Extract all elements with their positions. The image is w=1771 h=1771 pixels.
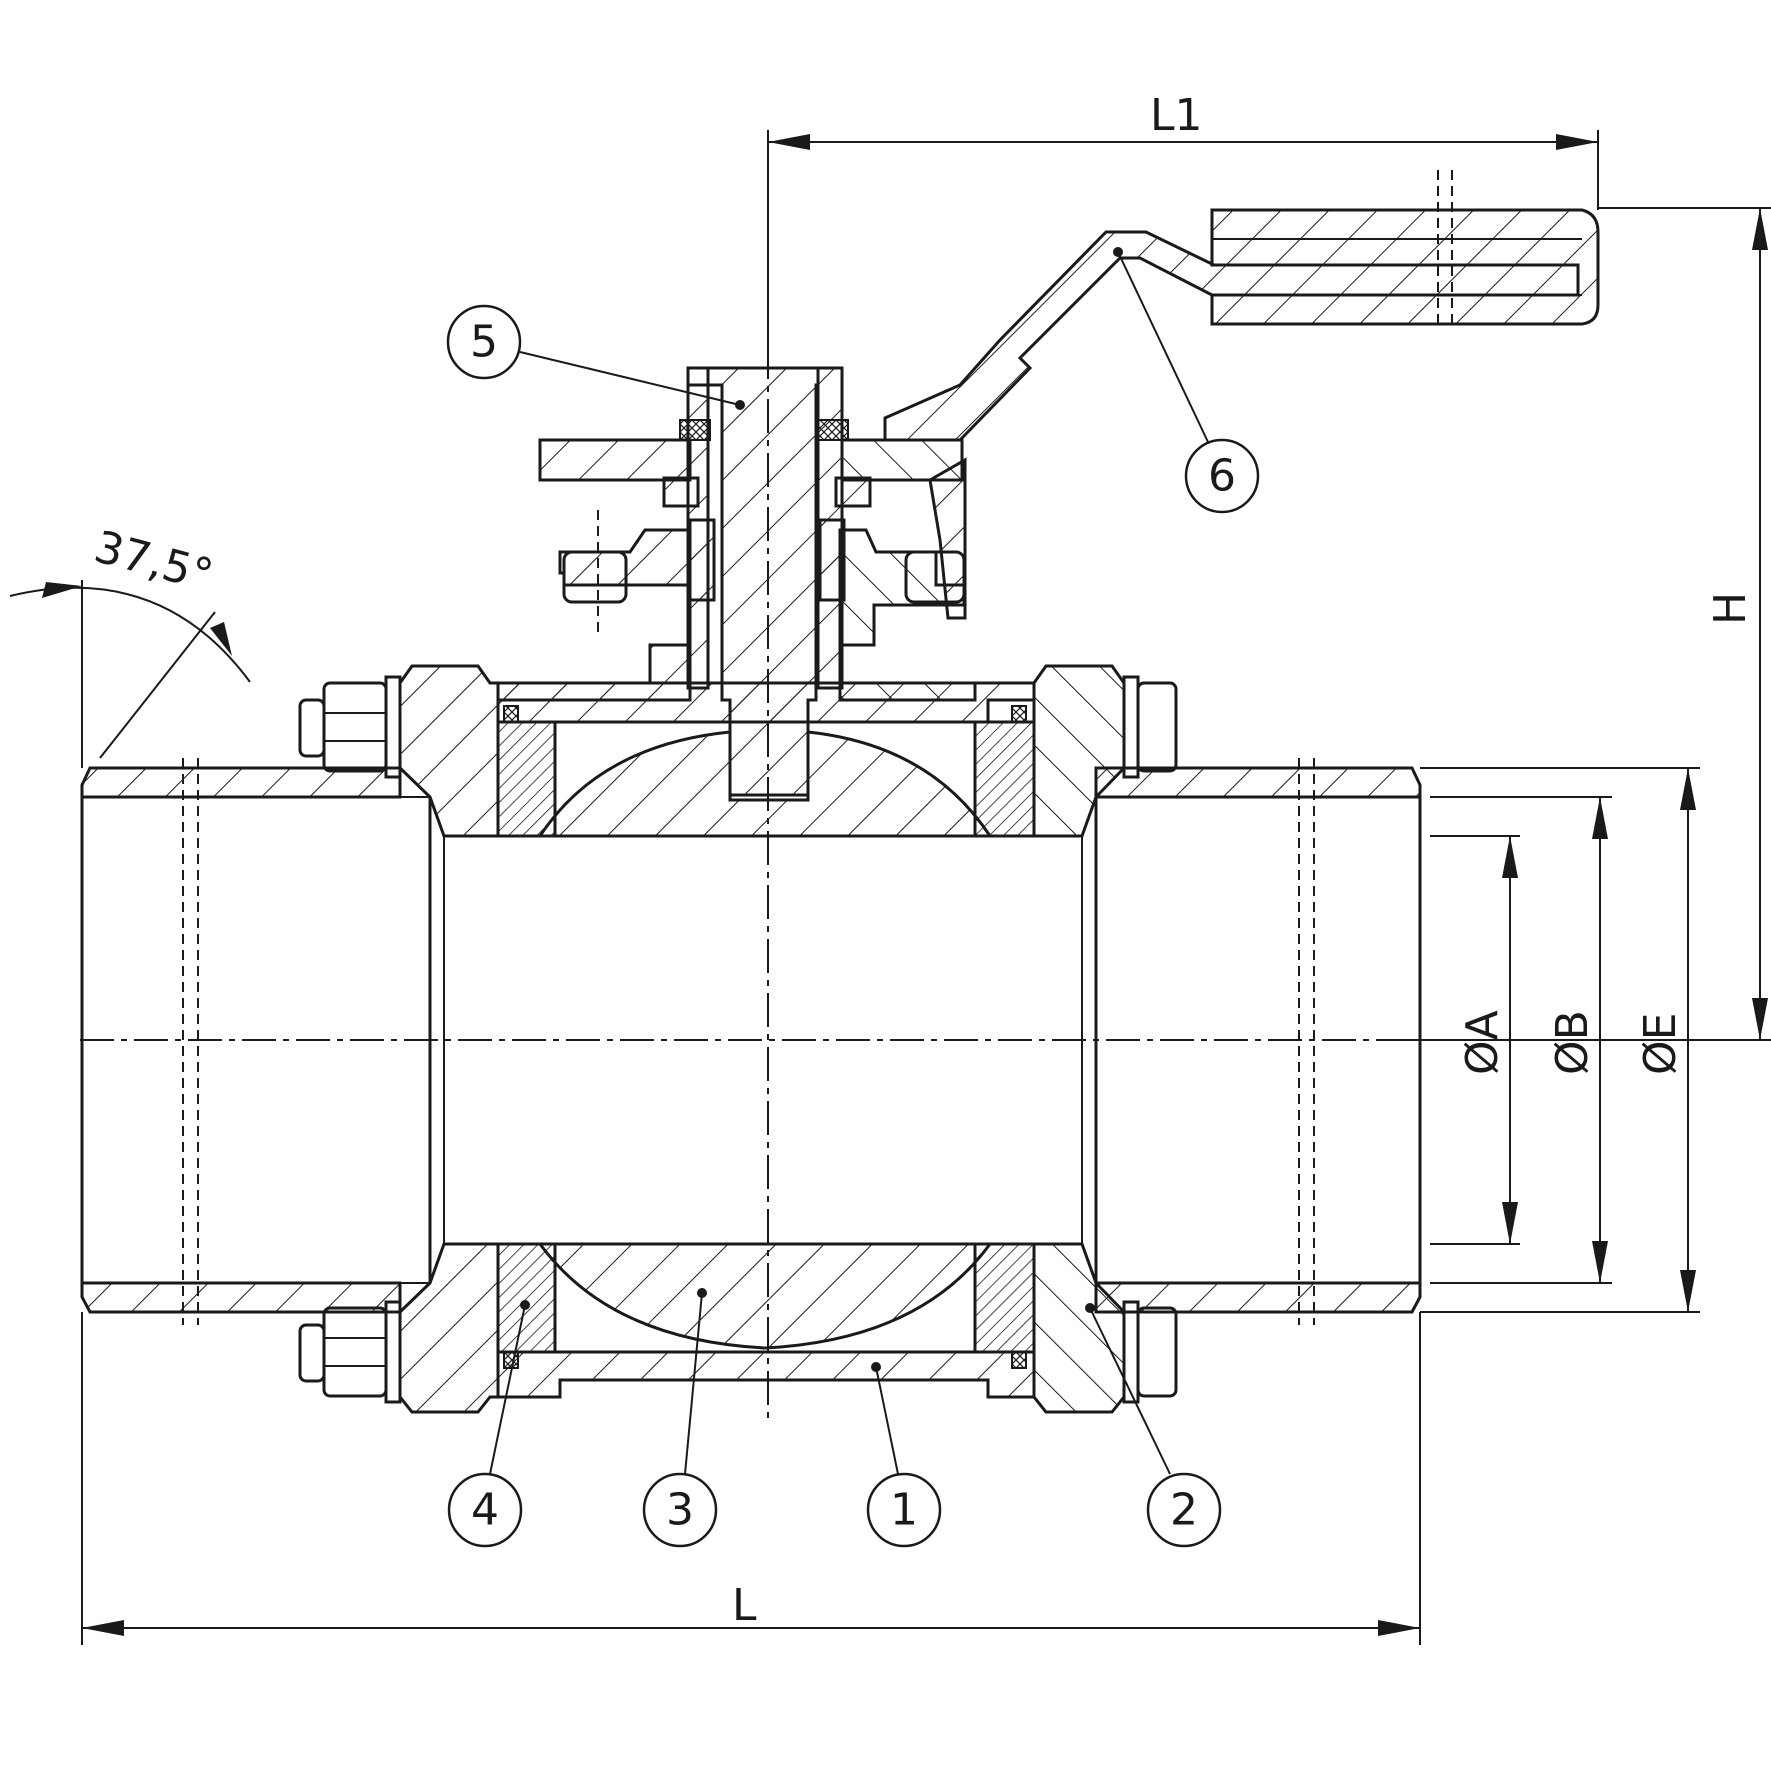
part-number-4: 4 [471,1485,499,1536]
part-number-1: 1 [890,1485,918,1536]
left-end-cap [398,664,500,1414]
part-callout-4: 4 [447,1300,530,1548]
right-end-cap [1032,664,1126,1414]
seats [496,705,1036,1369]
ball [537,730,993,1350]
dimension-L1 [767,130,1599,345]
part-number-6: 6 [1208,451,1236,502]
part-callout-6: 6 [1113,247,1260,514]
dimension-label-A: ØA [1457,1010,1508,1075]
dimension-angle [9,580,251,768]
dimension-label-H: H [1705,592,1756,625]
dimension-label-B: ØB [1547,1010,1598,1075]
part-callout-1: 1 [866,1362,942,1548]
dimension-E [1420,767,1700,1313]
dimension-H [1400,207,1771,1041]
part-callout-3: 3 [642,1288,718,1548]
dimension-B [1430,796,1612,1284]
part-number-5: 5 [470,317,498,368]
right-pipe-end [1081,766,1422,1314]
part-number-3: 3 [666,1485,694,1536]
stem [538,366,964,797]
dimension-label-E: ØE [1635,1013,1686,1075]
dimension-A [1430,835,1520,1245]
dimension-label-L: L [732,1580,757,1631]
left-pipe-end [80,766,445,1314]
handle [883,208,1600,620]
part-callout-2: 2 [1085,1303,1222,1548]
dimension-L [81,1312,1421,1645]
dimension-label-L1: L1 [1150,90,1203,141]
part-number-2: 2 [1170,1485,1198,1536]
right-bolts [1122,675,1178,1404]
left-bolts [298,675,402,1404]
part-callout-5: 5 [446,304,745,410]
